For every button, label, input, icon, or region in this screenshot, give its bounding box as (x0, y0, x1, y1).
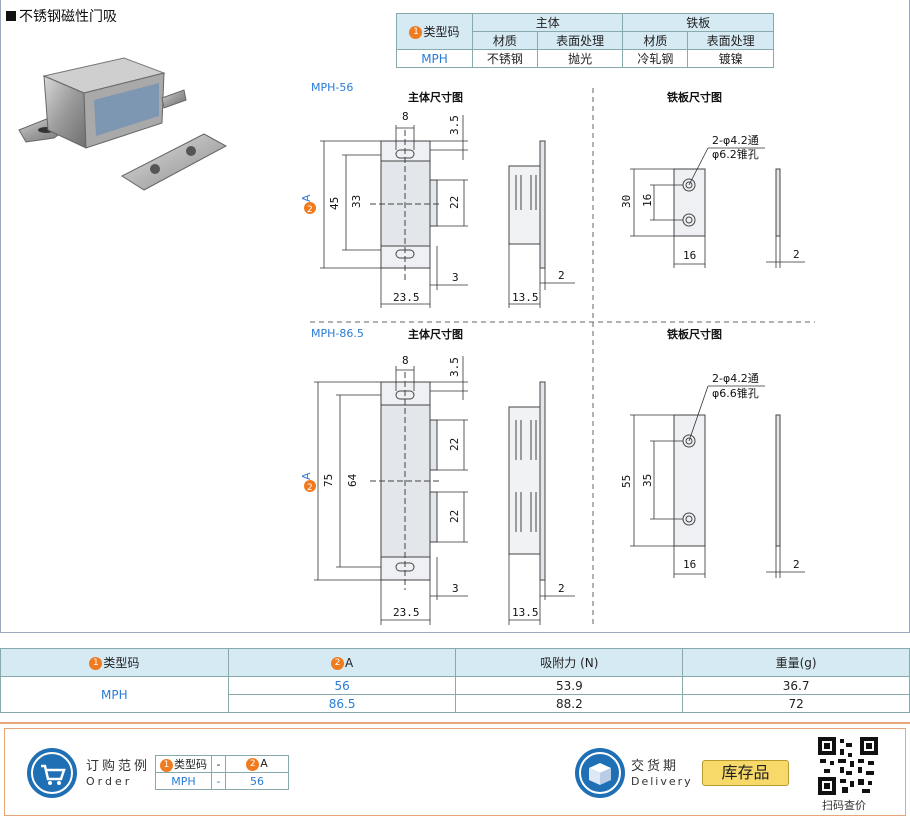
order-type-value: MPH (155, 772, 212, 790)
separator-line (0, 722, 910, 724)
perf-type-cell: MPH (0, 676, 229, 713)
order-dash-header: - (211, 755, 226, 773)
badge-2-a: 2 (304, 202, 316, 215)
dim-16-a: 16 (683, 249, 696, 262)
dim-3-5-b: 3.5 (448, 357, 461, 377)
delivery-label-en: Delivery (631, 775, 693, 788)
type-code-cell: MPH (396, 49, 473, 68)
qr-label: 扫码查价 (822, 799, 866, 812)
shopping-cart-icon (27, 748, 77, 798)
badge-1: 1 (409, 26, 423, 39)
dim-2-a: 2 (558, 269, 565, 282)
dim-2-b: 2 (793, 248, 800, 261)
table-row-1-a: 56 (227, 676, 457, 695)
plate-surface-header: 表面处理 (687, 31, 774, 50)
perf-force-header: 吸附力 (N) (455, 648, 684, 677)
body-header: 主体 (471, 13, 624, 32)
body-material-header: 材质 (472, 31, 538, 50)
dim-45: 45 (328, 197, 341, 210)
dim-30: 30 (620, 195, 633, 208)
title-square-icon (6, 11, 16, 21)
dim-2-d: 2 (793, 558, 800, 571)
order-dash-value: - (211, 772, 226, 790)
order-label-cn: 订购范例 (86, 759, 151, 774)
delivery-label-cn: 交货期 (631, 759, 680, 774)
dim-16-b: 16 (683, 558, 696, 571)
dim-3-5-a: 3.5 (448, 115, 461, 135)
table-row-1-weight: 36.7 (682, 676, 910, 695)
perf-weight-header: 重量(g) (682, 648, 910, 677)
hole-note-2b: φ6.6锥孔 (712, 387, 759, 400)
table-row-2-weight: 72 (682, 694, 910, 713)
dim-3-a: 3 (452, 271, 459, 284)
table-row-1-force: 53.9 (455, 676, 684, 695)
body-drawing-title-1: 主体尺寸图 (408, 90, 463, 104)
model-2-label: MPH-86.5 (311, 327, 364, 340)
model-1-label: MPH-56 (311, 81, 353, 94)
dim-23-5-a: 23.5 (393, 291, 420, 304)
body-surface-header: 表面处理 (536, 31, 624, 50)
dim-16-v: 16 (641, 194, 654, 207)
body-surface-cell: 抛光 (536, 49, 624, 68)
plate-drawing-title-1: 铁板尺寸图 (667, 90, 722, 104)
title-text: 不锈钢磁性门吸 (19, 9, 117, 25)
stock-badge: 库存品 (702, 760, 789, 786)
product-photo (18, 57, 228, 191)
page-title: 不锈钢磁性门吸 (6, 6, 117, 26)
dim-75: 75 (322, 474, 335, 487)
technical-drawing: MPH-56 MPH-86.5 主体尺寸图 铁板尺寸图 主体尺寸图 铁板尺寸图 (300, 81, 815, 625)
order-panel (4, 728, 906, 816)
plate-header: 铁板 (622, 13, 774, 32)
dim-33: 33 (350, 195, 363, 208)
dim-13-5-b: 13.5 (512, 606, 539, 619)
dim-22-b: 22 (448, 438, 461, 451)
order-a-value: 56 (225, 772, 289, 790)
package-icon (575, 748, 625, 798)
dim-8-a: 8 (402, 110, 409, 123)
plate-material-cell: 冷轧钢 (622, 49, 689, 68)
order-label-en: Order (86, 775, 133, 788)
dim-2-c: 2 (558, 582, 565, 595)
plate-surface-cell: 镀镍 (687, 49, 774, 68)
dim-64: 64 (346, 473, 359, 487)
badge-2-b: 2 (304, 480, 316, 493)
body-drawing-title-2: 主体尺寸图 (408, 327, 463, 341)
dim-a-label-1: A (300, 194, 313, 202)
dim-22-a: 22 (448, 196, 461, 209)
dim-3-b: 3 (452, 582, 459, 595)
hole-note-1b: φ6.2锥孔 (712, 148, 759, 161)
dim-23-5-b: 23.5 (393, 606, 420, 619)
plate-drawing-title-2: 铁板尺寸图 (667, 327, 722, 341)
svg-text:2: 2 (307, 483, 313, 493)
hole-note-1a: 2-φ4.2通 (712, 134, 759, 147)
dim-a-label-2: A (300, 472, 313, 480)
dim-8-b: 8 (402, 354, 409, 367)
svg-text:2: 2 (307, 205, 313, 215)
dim-22-c: 22 (448, 510, 461, 523)
hole-note-2a: 2-φ4.2通 (712, 372, 759, 385)
dim-55: 55 (620, 475, 633, 488)
table-row-2-a: 86.5 (227, 694, 457, 713)
dim-35: 35 (641, 474, 654, 487)
body-material-cell: 不锈钢 (472, 49, 538, 68)
table-row-2-force: 88.2 (455, 694, 684, 713)
qr-code-icon[interactable] (818, 737, 878, 795)
dim-13-5-a: 13.5 (512, 291, 539, 304)
